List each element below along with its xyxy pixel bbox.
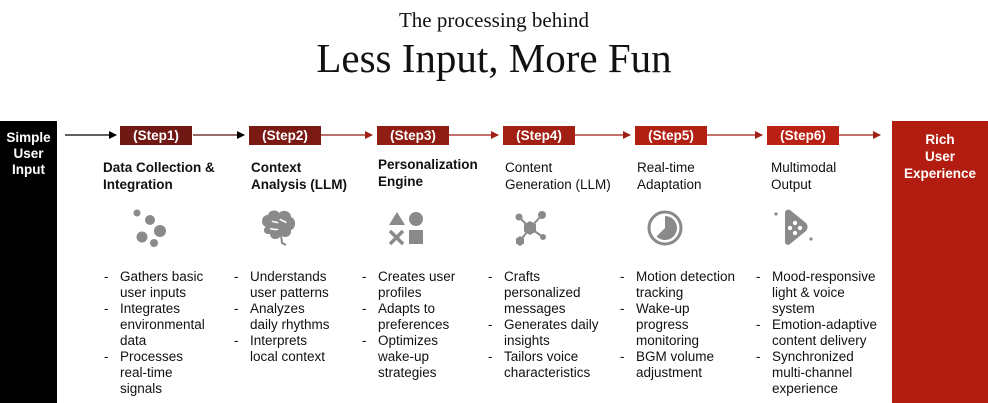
input-box-line: Input xyxy=(12,162,45,177)
step5-title-line: Adaptation xyxy=(637,177,702,192)
step4-title-line: Generation (LLM) xyxy=(505,177,611,192)
step2-title-line: Context xyxy=(251,160,302,175)
input-box-line: Simple xyxy=(6,130,51,145)
page-title: Less Input, More Fun xyxy=(316,35,672,81)
step2-title-line: Analysis (LLM) xyxy=(251,177,348,192)
step4-title: Content Generation (LLM) xyxy=(505,159,611,193)
step5-title: Real-time Adaptation xyxy=(637,159,702,193)
step4-title-line: Content xyxy=(505,160,553,175)
step3-badge: (Step3) xyxy=(377,126,449,145)
rich-user-experience-box: Rich User Experience xyxy=(892,121,988,403)
step2-title: Context Analysis (LLM) xyxy=(251,159,347,193)
input-box-line: User xyxy=(13,146,44,161)
output-box-line: User xyxy=(924,149,956,164)
step2-badge: (Step2) xyxy=(249,126,321,145)
step3-title-line: Personalization xyxy=(378,157,478,172)
step1-badge: (Step1) xyxy=(120,126,192,145)
step1-title-line: Data Collection & xyxy=(103,160,215,175)
step5-badge: (Step5) xyxy=(635,126,707,145)
step5-title-line: Real-time xyxy=(637,160,695,175)
shapes-icon xyxy=(388,212,423,246)
brain-icon xyxy=(262,210,296,246)
step6-title-line: Output xyxy=(771,177,812,192)
step1-title-line: Integration xyxy=(103,177,173,192)
output-box-line: Experience xyxy=(903,166,977,181)
step6-badge: (Step6) xyxy=(767,126,839,145)
network-icon xyxy=(515,211,546,246)
step6-title: Multimodal Output xyxy=(771,159,836,193)
step6-title-line: Multimodal xyxy=(771,160,837,175)
step3-title-line: Engine xyxy=(378,174,424,189)
play-media-icon xyxy=(774,209,813,245)
step4-badge: (Step4) xyxy=(503,126,575,145)
step1-title: Data Collection & Integration xyxy=(103,159,215,193)
dots-cluster-icon xyxy=(133,209,166,247)
step3-title: Personalization Engine xyxy=(378,156,478,190)
simple-user-input-box: Simple User Input xyxy=(0,121,57,403)
timer-icon xyxy=(647,210,683,246)
output-box-line: Rich xyxy=(925,132,955,147)
subtitle: The processing behind xyxy=(398,8,590,32)
